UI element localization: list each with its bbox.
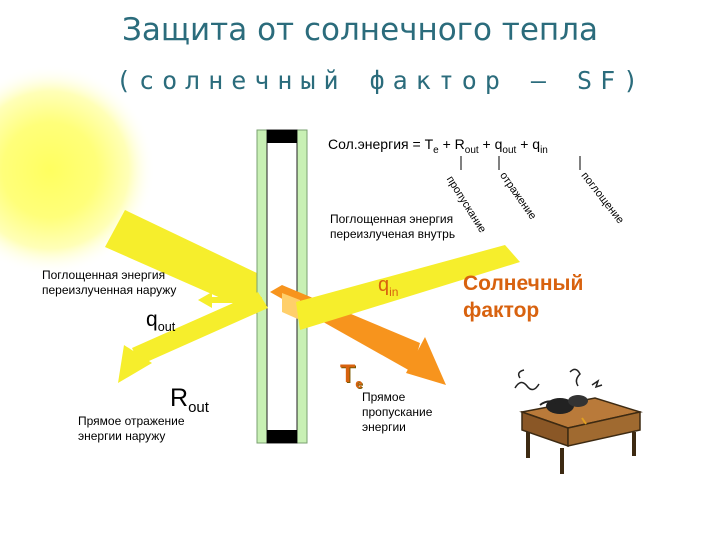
qin-label: qin <box>378 274 398 299</box>
person-at-desk-illustration <box>514 368 643 474</box>
reflected-beam <box>132 292 268 365</box>
transmitted-arrow-head <box>406 337 446 385</box>
energy-equation: Сол.энергия = Te + Rout + qout + qin <box>328 136 548 156</box>
direct-reflection-text: Прямое отражение энергии наружу <box>78 414 185 443</box>
equation-r-sub: out <box>464 144 479 156</box>
equation-qin: + q <box>516 136 541 152</box>
equation-qout: + q <box>478 136 503 152</box>
rout-main: R <box>170 384 189 412</box>
qin-sub: in <box>389 285 399 299</box>
direct-transmission-text: Прямое пропускание энергии <box>362 390 433 434</box>
te-sub: e <box>355 376 363 391</box>
absorbed-outside-text: Поглощенная энергия переизлученная наруж… <box>42 268 177 297</box>
equation-te-sub: e <box>433 144 439 156</box>
rout-sub: out <box>188 399 209 416</box>
glass-pane <box>256 129 308 444</box>
transmitted-beam-inner <box>282 293 300 320</box>
equation-qout-sub: out <box>502 144 517 156</box>
equation-prefix: Сол.энергия = <box>328 136 425 152</box>
qout-main: q <box>146 308 158 331</box>
te-label: Te <box>340 360 363 391</box>
reflected-arrow-head <box>118 345 152 383</box>
page-title: Защита от солнечного тепла <box>121 12 599 48</box>
sun <box>0 65 155 275</box>
page-subtitle: (солнечный фактор – SF) <box>116 66 647 95</box>
qout-label: qout <box>146 308 175 334</box>
te-main: T <box>340 360 356 388</box>
qout-sub: out <box>157 320 176 335</box>
absorbed-inside-text: Поглощенная энергия переизлученая внутрь <box>330 212 456 241</box>
qin-main: q <box>378 274 390 296</box>
equation-r: + R <box>438 136 465 152</box>
equation-te: T <box>424 136 434 152</box>
qin-beam <box>296 245 520 330</box>
equation-connectors <box>460 156 581 170</box>
incoming-sun-beam <box>105 210 282 318</box>
equation-qin-sub: in <box>540 144 548 156</box>
solar-factor-label: Солнечный фактор <box>463 272 584 322</box>
rout-label: Rout <box>170 384 209 416</box>
